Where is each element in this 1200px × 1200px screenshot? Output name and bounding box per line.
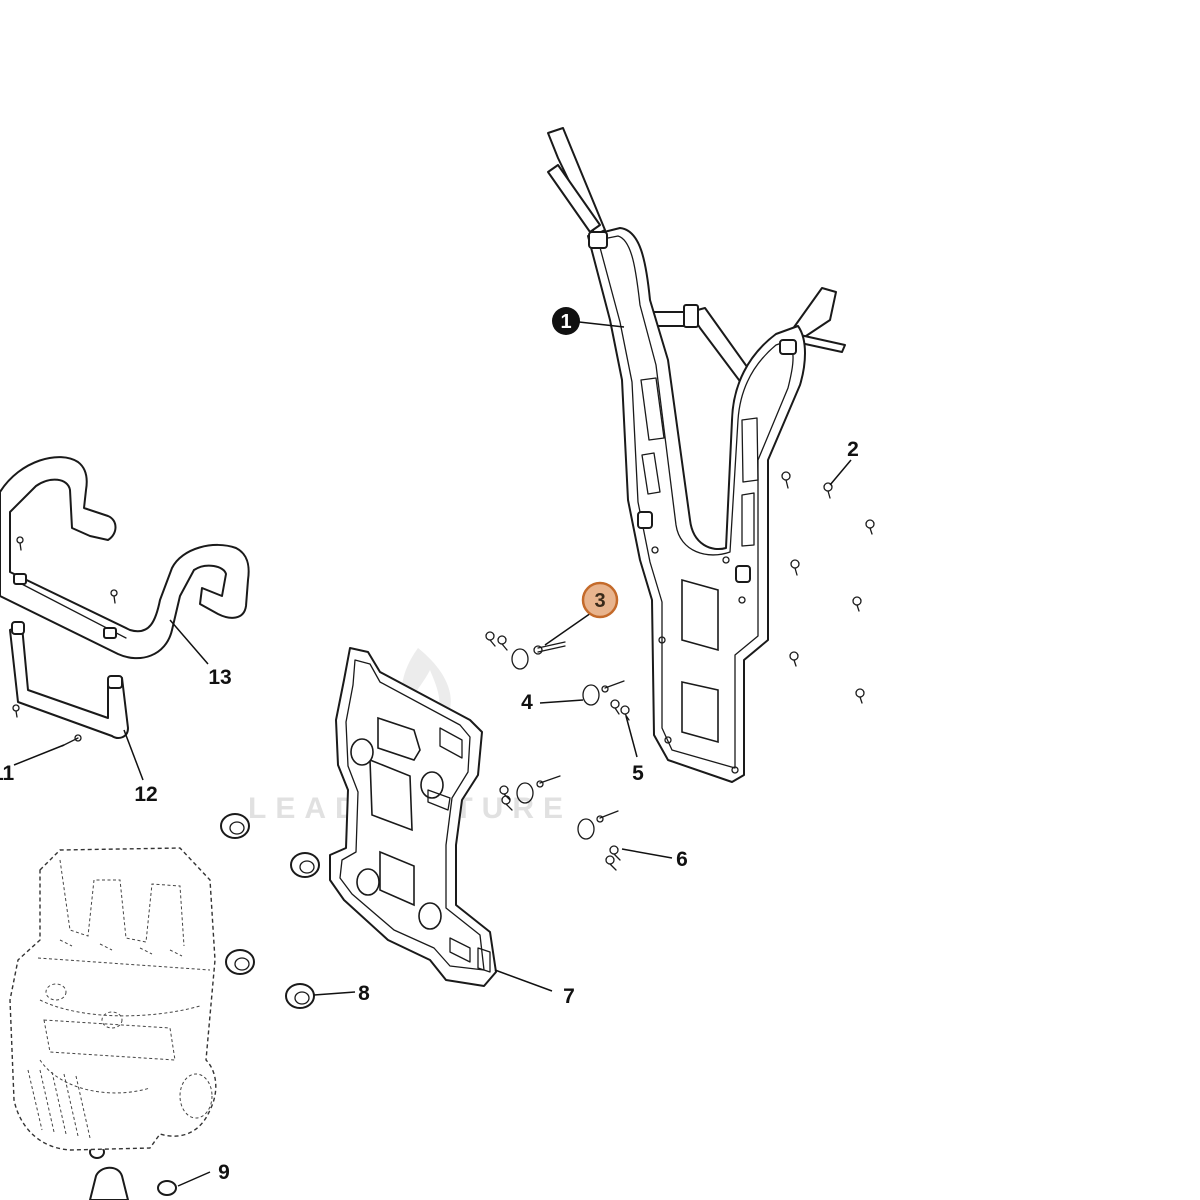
part-6-bolts[interactable] — [499, 785, 621, 871]
callout-8-label[interactable]: 8 — [358, 982, 370, 1005]
part-11-pin[interactable] — [12, 536, 118, 747]
part-2-screws[interactable] — [781, 471, 875, 704]
callout-7-label[interactable]: 7 — [563, 985, 575, 1008]
part-13-frame-bar[interactable] — [0, 456, 250, 659]
part-1-backpack-frame[interactable] — [547, 127, 846, 783]
callout-1-badge — [552, 307, 580, 335]
callout-13-label[interactable]: 13 — [208, 666, 231, 689]
leader-lines — [13, 321, 852, 1187]
part-12-u-bar[interactable] — [9, 621, 129, 739]
part-7-back-plate[interactable] — [329, 647, 497, 987]
callout-12-label[interactable]: 12 — [134, 783, 157, 806]
callout-2-label[interactable]: 2 — [847, 438, 859, 461]
callout-9-label[interactable]: 9 — [218, 1161, 230, 1184]
callout-5-label[interactable]: 5 — [632, 762, 644, 785]
part-3-bolt[interactable] — [533, 641, 566, 655]
callout-3-highlighted[interactable]: 3 — [581, 581, 619, 619]
callout-1[interactable]: 1 — [552, 307, 580, 335]
engine-reference-outline — [9, 847, 217, 1151]
callout-3-badge — [581, 581, 619, 619]
callout-4-label[interactable]: 4 — [521, 691, 533, 714]
callout-6-label[interactable]: 6 — [676, 848, 688, 871]
callout-1-label: 1 — [560, 311, 571, 333]
part-9-plug[interactable] — [89, 1145, 177, 1200]
callout-11-label[interactable]: 11 — [0, 762, 15, 785]
part-5-bolts[interactable] — [485, 631, 630, 823]
part-8-grommets[interactable] — [220, 813, 320, 1009]
callout-3-label: 3 — [594, 590, 605, 612]
part-4-washers[interactable] — [511, 648, 600, 840]
